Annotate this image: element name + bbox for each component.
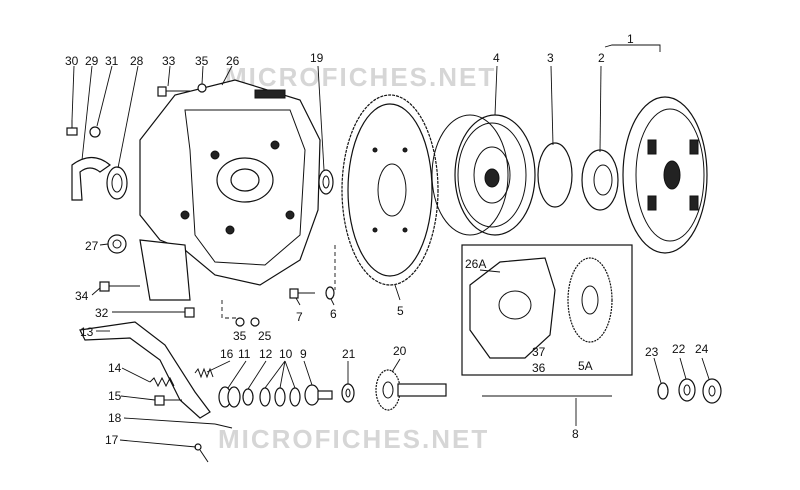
part-14-spring xyxy=(149,376,175,388)
inset-box xyxy=(461,244,633,376)
part-21-nut xyxy=(341,383,355,403)
label-33: 33 xyxy=(162,54,176,68)
label-23: 23 xyxy=(645,345,659,359)
label-2: 2 xyxy=(598,51,605,65)
part-32-bolt xyxy=(150,307,195,318)
label-37: 37 xyxy=(532,345,546,359)
part-22-bushing xyxy=(678,378,696,402)
label-6: 6 xyxy=(330,307,337,321)
part-3-ring xyxy=(537,142,573,208)
label-18: 18 xyxy=(108,411,122,425)
dashed-guide-35 xyxy=(221,300,240,319)
label-12: 12 xyxy=(259,347,273,361)
label-1: 1 xyxy=(627,32,634,46)
label-28: 28 xyxy=(130,54,144,68)
part-28-bearing xyxy=(106,166,128,200)
label-17: 17 xyxy=(105,433,119,447)
part-12-ring xyxy=(242,388,254,406)
part-23-washer xyxy=(657,382,669,400)
part-5-flywheel xyxy=(341,94,439,286)
part-31-nut xyxy=(89,126,101,138)
watermark-bottom: MICROFICHES.NET xyxy=(218,424,489,454)
part-20-gear-shaft xyxy=(375,369,447,411)
label-10: 10 xyxy=(279,347,293,361)
label-5a: 5A xyxy=(578,359,593,373)
label-26: 26 xyxy=(226,54,240,68)
label-14: 14 xyxy=(108,361,122,375)
clutch-housing xyxy=(139,79,321,301)
part-2-plate xyxy=(581,149,619,211)
part-25-washer xyxy=(250,317,260,327)
part-4-clutch-disc xyxy=(431,114,536,236)
part-24-nut xyxy=(702,378,722,404)
label-35-top: 35 xyxy=(195,54,209,68)
label-16: 16 xyxy=(220,347,234,361)
label-11: 11 xyxy=(238,347,251,361)
label-9: 9 xyxy=(300,347,307,361)
part-13-lever xyxy=(79,321,211,419)
label-13: 13 xyxy=(80,325,94,339)
part-17-bolt xyxy=(194,443,209,463)
part-33-bolt xyxy=(157,86,190,97)
label-5: 5 xyxy=(397,304,404,318)
label-4: 4 xyxy=(493,51,500,65)
part-11-bushing xyxy=(218,386,241,408)
part-1-pressure-plate xyxy=(622,96,708,254)
label-25: 25 xyxy=(258,329,272,343)
part-9-pushrod-end xyxy=(304,384,333,406)
label-29: 29 xyxy=(85,54,99,68)
label-15: 15 xyxy=(108,389,122,403)
label-7: 7 xyxy=(296,310,303,324)
part-7-bolt xyxy=(289,288,315,299)
bracket-1 xyxy=(604,44,661,52)
part-35-washer xyxy=(197,83,207,93)
part-27-plug xyxy=(107,234,127,254)
label-30: 30 xyxy=(65,54,79,68)
part-30-bolt xyxy=(66,120,78,136)
part-6-washer xyxy=(325,286,335,300)
part-15-bolt xyxy=(154,395,182,406)
label-22: 22 xyxy=(672,342,686,356)
label-26a: 26A xyxy=(465,257,486,271)
part-16-spring xyxy=(194,367,214,379)
watermark-top: MICROFICHES.NET xyxy=(225,62,496,92)
label-20: 20 xyxy=(393,344,407,358)
leader-lines xyxy=(71,65,710,448)
label-31: 31 xyxy=(105,54,119,68)
label-27: 27 xyxy=(85,239,99,253)
label-32: 32 xyxy=(95,306,109,320)
part-34-bolt xyxy=(99,281,140,292)
label-35-lower: 35 xyxy=(233,329,247,343)
label-21: 21 xyxy=(342,347,356,361)
label-34: 34 xyxy=(75,289,89,303)
part-labels: 30 29 31 28 33 35 26 19 4 3 2 1 27 34 32… xyxy=(65,32,709,447)
label-3: 3 xyxy=(547,51,554,65)
part-10-bearing-set xyxy=(259,387,301,407)
part-35-washer-lower xyxy=(235,317,245,327)
part-29-ring xyxy=(71,156,111,201)
label-24: 24 xyxy=(695,342,709,356)
label-8: 8 xyxy=(572,427,579,441)
label-36: 36 xyxy=(532,361,546,375)
part-18-pin xyxy=(214,423,233,429)
part-19-seal xyxy=(318,169,334,195)
label-19: 19 xyxy=(310,51,324,65)
